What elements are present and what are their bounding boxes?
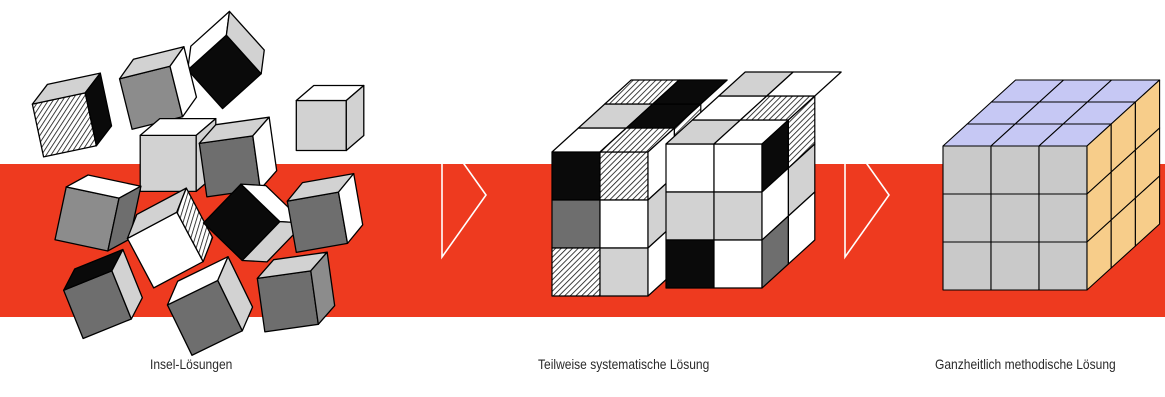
partial-left-front-cell [552, 200, 600, 248]
complete-front-cell [943, 242, 991, 290]
partial-left-front-cell [600, 152, 648, 200]
complete-front-cell [943, 194, 991, 242]
cube-front-face [140, 135, 196, 191]
partial-right-front-cell [666, 240, 714, 288]
partial-right-front-cell [714, 240, 762, 288]
caption-ganzheitlich-methodisch: Ganzheitlich methodische Lösung [935, 356, 1116, 372]
complete-front-cell [991, 146, 1039, 194]
partial-right-front-cell [714, 144, 762, 192]
partial-right-front-cell [666, 144, 714, 192]
complete-front-cell [991, 242, 1039, 290]
partial-left-front-cell [600, 248, 648, 296]
cube-front-face [296, 101, 346, 151]
scattered-cube-2 [116, 47, 200, 130]
cube-front-face [257, 271, 318, 332]
complete-front-cell [1039, 242, 1087, 290]
scattered-cube-4 [296, 86, 364, 151]
caption-teilweise-systematisch: Teilweise systematische Lösung [538, 356, 709, 372]
scattered-cube-3 [29, 73, 115, 157]
complete-front-cell [1039, 146, 1087, 194]
complete-front-cell [991, 194, 1039, 242]
cube-front-face [287, 192, 347, 252]
partial-left-front-cell [552, 248, 600, 296]
complete-front-cell [1039, 194, 1087, 242]
caption-insel-loesungen: Insel-Lösungen [150, 356, 232, 372]
partial-left-front-cell [600, 200, 648, 248]
partial-right-front-cell [666, 192, 714, 240]
scattered-cubes-icon [29, 11, 365, 355]
complete-front-cell [943, 146, 991, 194]
partial-left-front-cell [552, 152, 600, 200]
partial-right-front-cell [714, 192, 762, 240]
